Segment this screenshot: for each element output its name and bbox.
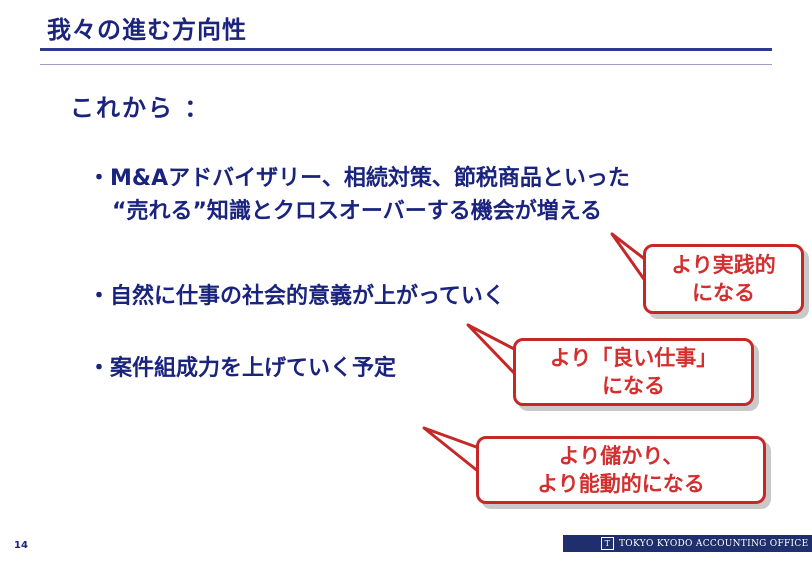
- bullet-3-line-1: ・案件組成力を上げていく予定: [88, 356, 397, 381]
- bullet-item-2: ・自然に仕事の社会的意義が上がっていく: [88, 280, 505, 313]
- callout-1: より実践的 になる: [643, 244, 804, 314]
- company-logo-icon: T: [601, 537, 614, 550]
- title-divider: [40, 64, 772, 65]
- bullet-1-line-1: ・M&Aアドバイザリー、相続対策、節税商品といった: [88, 166, 630, 191]
- callout-1-line-2: になる: [692, 281, 755, 305]
- bullet-item-3: ・案件組成力を上げていく予定: [88, 352, 396, 385]
- callout-1-pointer: [610, 232, 648, 283]
- company-name: TOKYO KYODO ACCOUNTING OFFICE: [619, 538, 809, 549]
- page-number: 14: [14, 540, 28, 551]
- title-underline: [40, 48, 772, 51]
- section-heading: これから ：: [70, 94, 211, 122]
- callout-3-line-1: より儲かり、: [558, 444, 684, 468]
- callout-2-line-2: になる: [602, 374, 665, 398]
- callout-3-line-2: より能動的になる: [537, 472, 705, 496]
- callout-2-line-1: より「良い仕事」: [549, 346, 718, 370]
- callout-3-pointer: [422, 426, 480, 474]
- callout-3: より儲かり、 より能動的になる: [476, 436, 766, 504]
- footer-brand-bar: T TOKYO KYODO ACCOUNTING OFFICE: [563, 535, 812, 552]
- bullet-1-line-2: “売れる”知識とクロスオーバーする機会が増える: [112, 199, 603, 224]
- bullet-item-1: ・M&Aアドバイザリー、相続対策、節税商品といった “売れる”知識とクロスオーバ…: [88, 162, 630, 228]
- bullet-2-line-1: ・自然に仕事の社会的意義が上がっていく: [88, 284, 505, 309]
- callout-2: より「良い仕事」 になる: [513, 338, 754, 406]
- slide-title: 我々の進む方向性: [47, 16, 247, 44]
- callout-1-line-1: より実践的: [671, 253, 776, 277]
- callout-2-pointer: [466, 323, 518, 377]
